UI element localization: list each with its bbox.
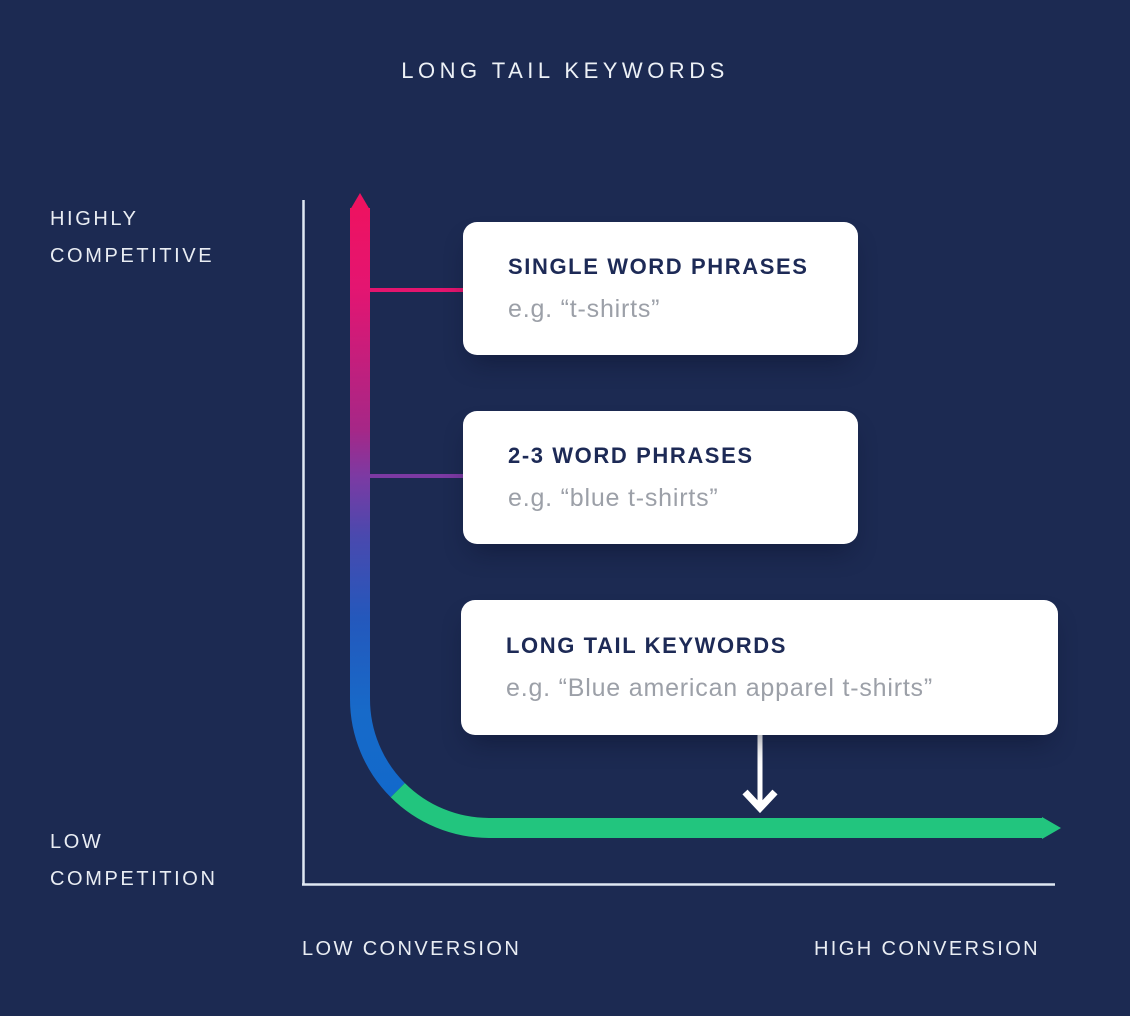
card-title: LONG TAIL KEYWORDS bbox=[506, 632, 787, 658]
card-title: SINGLE WORD PHRASES bbox=[508, 253, 809, 279]
curve-top-arrow-tip bbox=[350, 193, 370, 210]
curve-gradient-segment bbox=[350, 208, 406, 798]
card-example: e.g. “t-shirts” bbox=[508, 294, 661, 323]
y-axis-top-label-line1: HIGHLY bbox=[50, 208, 139, 230]
card-long-tail-keywords: LONG TAIL KEYWORDS e.g. “Blue american a… bbox=[461, 600, 1058, 735]
y-axis-top-label-line2: COMPETITIVE bbox=[50, 245, 215, 267]
card-single-word-phrases: SINGLE WORD PHRASES e.g. “t-shirts” bbox=[463, 222, 858, 355]
curve-right-arrow-tip bbox=[1042, 817, 1061, 839]
y-axis-bottom-label-line1: LOW bbox=[50, 831, 104, 853]
y-axis-top-label: HIGHLY COMPETITIVE bbox=[50, 201, 214, 275]
y-axis-bottom-label-line2: COMPETITION bbox=[50, 868, 218, 890]
card-example: e.g. “blue t-shirts” bbox=[508, 483, 719, 512]
card-2-3-word-phrases: 2-3 WORD PHRASES e.g. “blue t-shirts” bbox=[463, 411, 858, 544]
x-axis-left-label: LOW CONVERSION bbox=[302, 938, 522, 960]
y-axis-bottom-label: LOW COMPETITION bbox=[50, 824, 218, 898]
card-example: e.g. “Blue american apparel t-shirts” bbox=[506, 673, 933, 702]
x-axis-right-label: HIGH CONVERSION bbox=[813, 938, 1040, 960]
diagram-title: LONG TAIL KEYWORDS bbox=[401, 58, 729, 83]
card-title: 2-3 WORD PHRASES bbox=[508, 442, 754, 468]
curve-green-segment bbox=[390, 782, 1043, 838]
down-arrow-head-icon bbox=[742, 789, 778, 814]
